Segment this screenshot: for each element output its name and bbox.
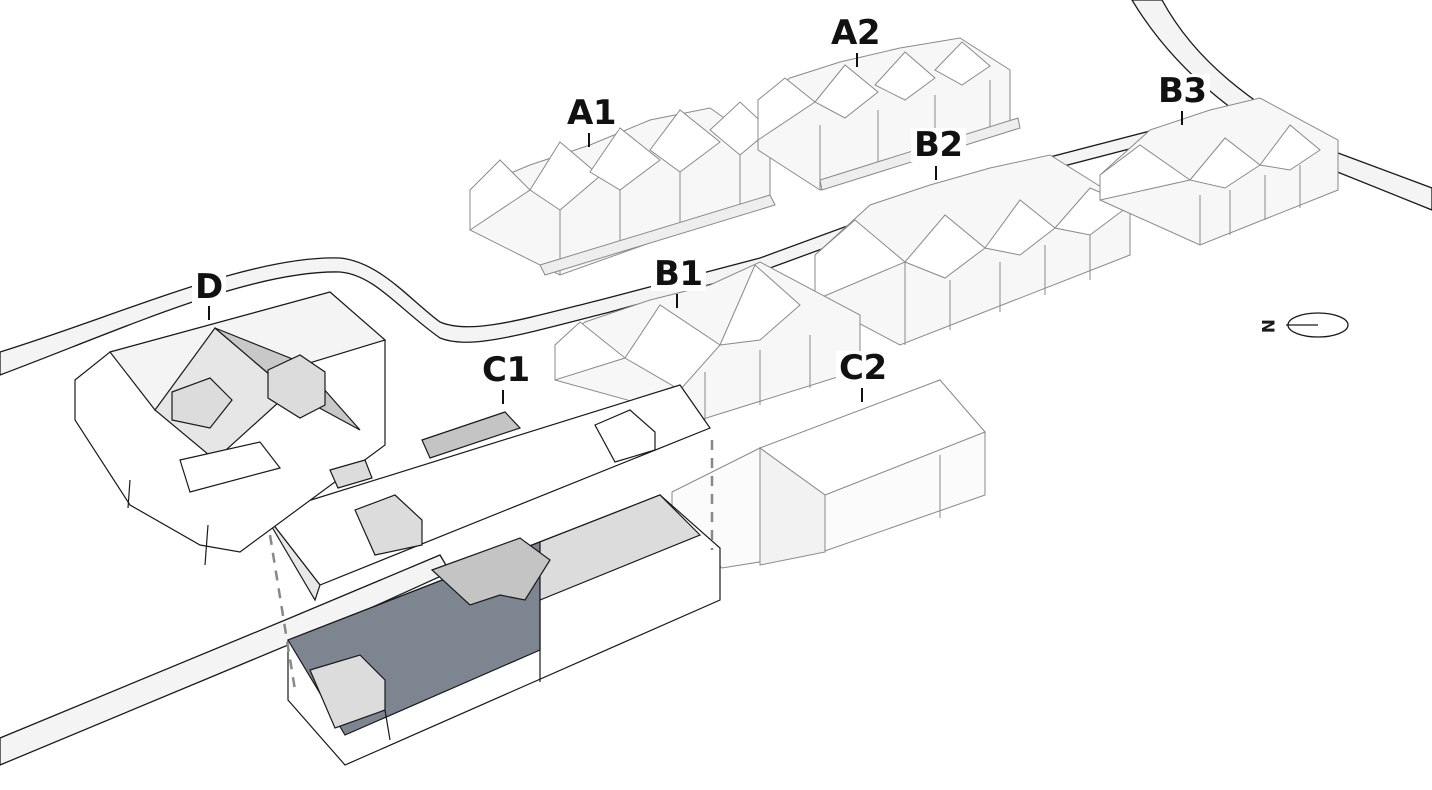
- building-b2: [814, 154, 1131, 346]
- building-b1: [554, 261, 861, 421]
- north-arrow: [1286, 312, 1349, 338]
- label-c1: C1: [479, 353, 533, 387]
- label-b3: B3: [1155, 74, 1210, 108]
- building-b3: [1099, 97, 1339, 246]
- label-b3-tick: [1181, 111, 1183, 125]
- label-b1: B1: [651, 257, 706, 291]
- label-c2: C2: [836, 351, 890, 385]
- label-d-tick: [208, 306, 210, 320]
- label-b2-tick: [935, 166, 937, 180]
- building-a1: [469, 101, 776, 276]
- road-north-branch: [1131, 0, 1432, 211]
- north-arrow-letter: N: [1257, 319, 1277, 333]
- label-a1: A1: [564, 96, 619, 130]
- label-c1-tick: [502, 390, 504, 404]
- building-a2: [757, 37, 1021, 191]
- building-c1: [260, 384, 721, 766]
- label-a2-tick: [856, 53, 858, 67]
- building-c2: [671, 379, 986, 569]
- label-a2: A2: [828, 16, 883, 50]
- label-a1-tick: [588, 133, 590, 147]
- label-b2: B2: [911, 128, 966, 162]
- label-c2-tick: [861, 388, 863, 402]
- label-b1-tick: [676, 294, 678, 308]
- building-d: [74, 291, 387, 566]
- label-d: D: [192, 270, 226, 304]
